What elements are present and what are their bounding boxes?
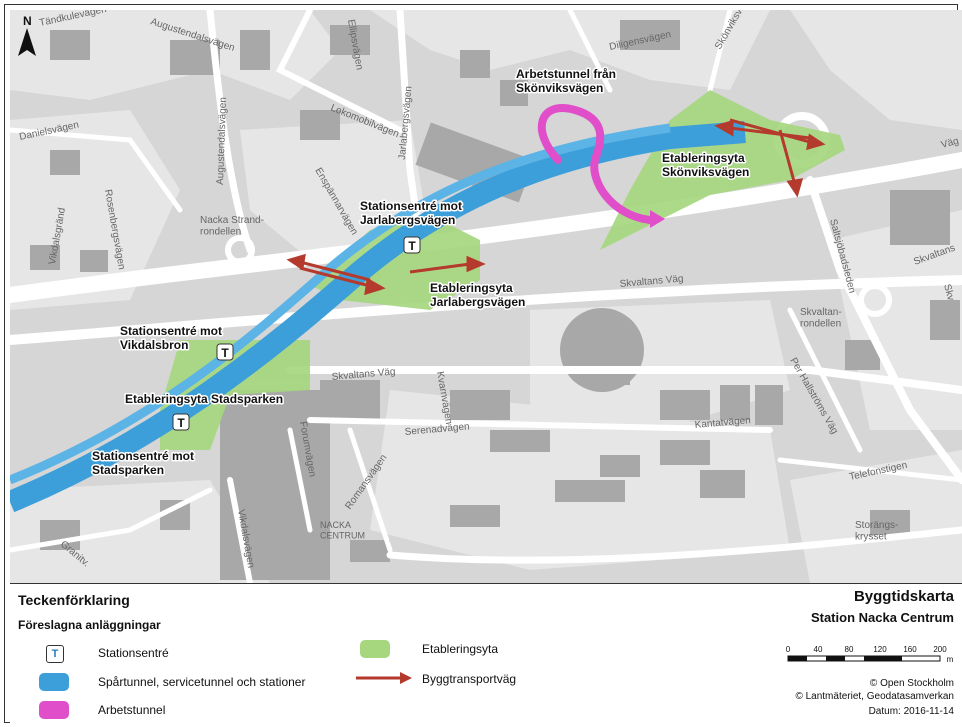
street-skvaltanrondellen: Skvaltan-rondellen [800,307,842,330]
legend-subtitle: Föreslagna anläggningar [18,618,161,632]
street-nacka-strandrondellen: Nacka Strand-rondellen [200,215,264,238]
svg-text:T: T [408,239,416,253]
credit-open-stockholm: © Open Stockholm [869,678,954,689]
scale-bar: 0 40 80 120 160 200 m [786,645,954,664]
station-icon: T [51,648,59,660]
svg-text:T: T [177,416,185,430]
street-augustendalsvagen: Augustendalsvägen [215,97,229,185]
legend-label-arbetstunnel: Arbetstunnel [98,703,166,717]
legend-panel: Teckenförklaring Föreslagna anläggningar… [10,584,962,727]
station-icons: T T T [172,236,421,431]
legend-swatch-arbetstunnel [39,701,69,719]
station-icon-vikdal[interactable]: T [216,343,234,361]
legend-label-station: Stationsentré [98,646,169,660]
legend-label-etablering: Etableringsyta [422,642,499,656]
svg-text:T: T [221,346,229,360]
scale-tick-200: 200 [933,645,947,654]
legend-station-symbol: T [46,645,64,663]
legend-title: Teckenförklaring [18,592,130,608]
legend-label-tunnel: Spårtunnel, servicetunnel och stationer [98,675,306,689]
station-icon-jarla[interactable]: T [403,236,421,254]
legend-swatch-etablering [360,640,390,658]
scale-tick-160: 160 [903,645,917,654]
scale-tick-80: 80 [845,645,854,654]
legend-swatch-tunnel [39,673,69,691]
arbetstunnel-path [537,104,654,224]
station-icon-stadsparken[interactable]: T [172,413,190,431]
street-skvaltan-edge: Skv [941,283,956,302]
legend-label-transport: Byggtransportväg [422,672,517,686]
street-vag-edge: Väg [940,136,960,151]
north-arrow-icon: N [18,14,36,56]
roads [10,10,962,583]
label-etableringsyta-stadsparken: Etableringsyta Stadsparken [125,392,283,406]
map-date: Datum: 2016-11-14 [868,706,954,717]
map-canvas[interactable]: T T T N Tändkulevägen Augustendalsvä [10,10,962,583]
map-area[interactable]: T T T N Tändkulevägen Augustendalsvä [10,10,962,584]
credit-lantmateriet: © Lantmäteriet, Geodatasamverkan [795,691,954,702]
scale-unit: m [947,655,954,664]
transport-arrows [286,118,826,296]
legend-transport-arrow-icon [356,672,412,684]
svg-text:N: N [23,14,32,28]
street-storangskrysset: Storängs-krysset [855,520,898,543]
arbetstunnel-arrowhead [650,210,665,228]
map-subtitle: Station Nacka Centrum [810,610,954,625]
map-sheet: T T T N Tändkulevägen Augustendalsvä [4,4,962,727]
street-kantatvagen: Kantatvägen [694,415,751,431]
scale-tick-120: 120 [873,645,887,654]
map-title: Byggtidskarta [853,588,954,605]
scale-tick-40: 40 [814,645,823,654]
scale-tick-0: 0 [786,645,791,654]
